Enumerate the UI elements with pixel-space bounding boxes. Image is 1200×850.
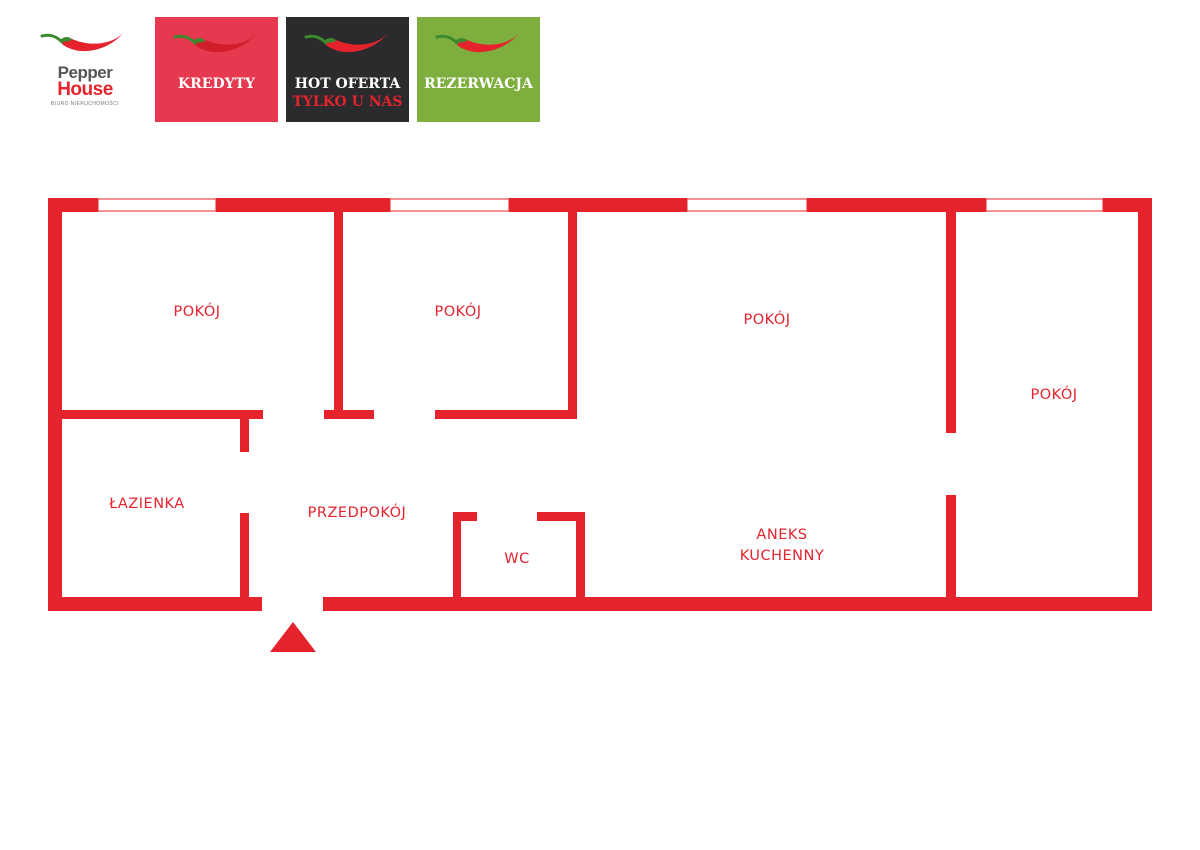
- top-wall-segment: [807, 198, 986, 212]
- credit-tile[interactable]: KREDYTY: [155, 17, 278, 122]
- interior-wall: [62, 410, 263, 419]
- room-label-4: POKÓJ: [1030, 385, 1077, 403]
- room-label-2: POKÓJ: [434, 302, 481, 320]
- walls: [48, 198, 1152, 611]
- window: [686, 198, 808, 212]
- room-label-3: POKÓJ: [743, 310, 790, 328]
- top-wall-segment: [216, 198, 390, 212]
- kitchen-label-line2: KUCHENNY: [740, 548, 824, 564]
- chili-pepper-icon: [304, 33, 388, 53]
- bathroom-label: ŁAZIENKA: [108, 496, 184, 512]
- bottom-wall-segment: [48, 597, 262, 611]
- interior-wall: [435, 410, 577, 419]
- window: [985, 198, 1104, 212]
- wc-wall: [453, 512, 461, 599]
- chili-pepper-icon: [435, 33, 519, 53]
- interior-wall: [240, 513, 249, 599]
- room-label-1: POKÓJ: [173, 302, 220, 320]
- wc-wall: [453, 512, 477, 521]
- wc-wall: [537, 512, 585, 521]
- wc-label: WC: [504, 551, 529, 567]
- interior-wall: [568, 211, 577, 417]
- window: [97, 198, 217, 212]
- bottom-wall-segment: [323, 597, 1152, 611]
- interior-wall: [946, 495, 956, 599]
- entrance-arrow-icon: [270, 622, 316, 652]
- brand-name-line1: Pepper: [57, 63, 113, 82]
- windows: [97, 198, 1104, 212]
- reservation-tile-label: REZERWACJA: [424, 76, 533, 92]
- hallway-label: PRZEDPOKÓJ: [308, 503, 407, 521]
- right-wall: [1138, 198, 1152, 611]
- kitchen-label-line1: ANEKS: [756, 527, 807, 543]
- hot-offer-tile-line1: HOT OFERTA: [294, 76, 401, 92]
- top-wall-segment: [509, 198, 687, 212]
- left-wall: [48, 198, 62, 611]
- wc-wall: [576, 512, 585, 599]
- hot-offer-tile[interactable]: HOT OFERTA TYLKO U NAS: [286, 17, 409, 122]
- brand-tagline: BIURO NIERUCHOMOŚCI: [51, 101, 119, 107]
- interior-wall: [324, 410, 374, 419]
- brand-name-line2: House: [57, 79, 113, 100]
- brand-logo[interactable]: Pepper House BIURO NIERUCHOMOŚCI: [30, 22, 140, 118]
- chili-pepper-icon: [40, 32, 124, 52]
- chili-pepper-icon: [173, 33, 257, 53]
- hot-offer-tile-line2: TYLKO U NAS: [292, 94, 403, 110]
- reservation-tile[interactable]: REZERWACJA: [417, 17, 540, 122]
- interior-wall: [240, 418, 249, 452]
- window: [389, 198, 510, 212]
- credit-tile-label: KREDYTY: [177, 76, 256, 92]
- interior-wall: [334, 211, 343, 417]
- interior-wall: [946, 211, 956, 433]
